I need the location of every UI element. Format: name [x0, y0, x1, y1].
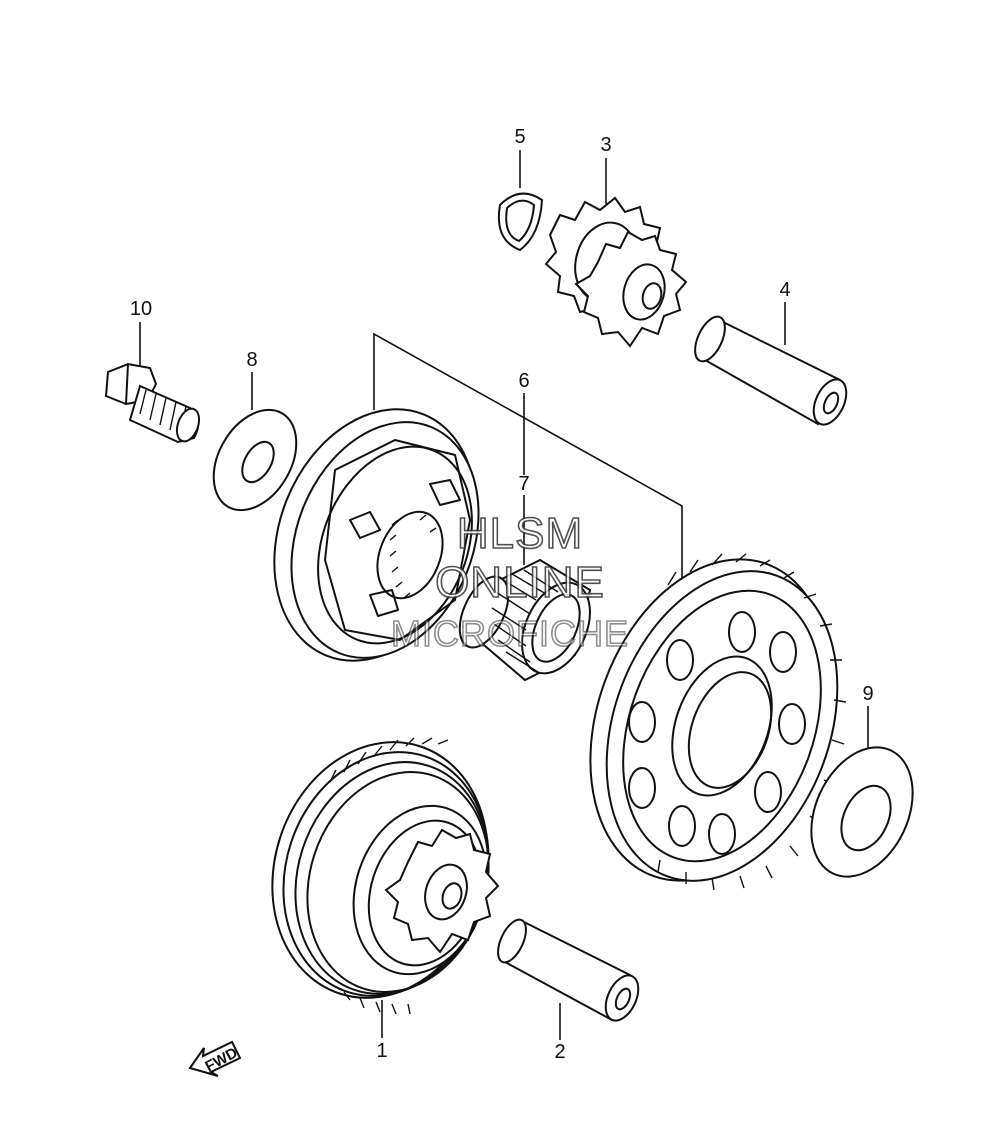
needle-bearing-part-7 — [458, 558, 592, 682]
washer-part-8 — [212, 408, 298, 512]
callout-6: 6 — [518, 370, 529, 392]
driven-gear — [589, 553, 847, 891]
watermark: HLSM ONLINE MICROFICHE — [390, 508, 629, 655]
fwd-arrow-icon — [188, 1040, 242, 1077]
callout-8: 8 — [246, 349, 257, 371]
callout-5: 5 — [514, 126, 525, 148]
clutch-housing — [273, 408, 480, 662]
callout-labels: 5 3 4 10 8 6 7 9 1 2 — [130, 126, 874, 1063]
callout-3: 3 — [600, 134, 611, 156]
callout-4: 4 — [779, 279, 790, 301]
washer-part-9 — [810, 746, 914, 878]
clip-part-5 — [498, 192, 544, 252]
idle-gear-part-1 — [271, 737, 500, 1015]
watermark-line-1: HLSM — [457, 509, 583, 558]
watermark-line-2: ONLINE — [435, 558, 605, 607]
callout-10: 10 — [130, 298, 152, 320]
leader-lines — [139, 150, 869, 1040]
shaft-part-2 — [497, 918, 640, 1022]
assembly-bracket — [373, 332, 683, 585]
shaft-part-4 — [694, 315, 848, 426]
callout-2: 2 — [554, 1041, 565, 1063]
callout-9: 9 — [862, 683, 873, 705]
bolt-part-10 — [104, 362, 201, 444]
callout-1: 1 — [376, 1040, 387, 1062]
idler-gear-part-3 — [544, 196, 688, 348]
fwd-arrow: FWD — [188, 1040, 242, 1077]
callout-7: 7 — [518, 473, 529, 495]
watermark-line-3: MICROFICHE — [391, 613, 629, 654]
